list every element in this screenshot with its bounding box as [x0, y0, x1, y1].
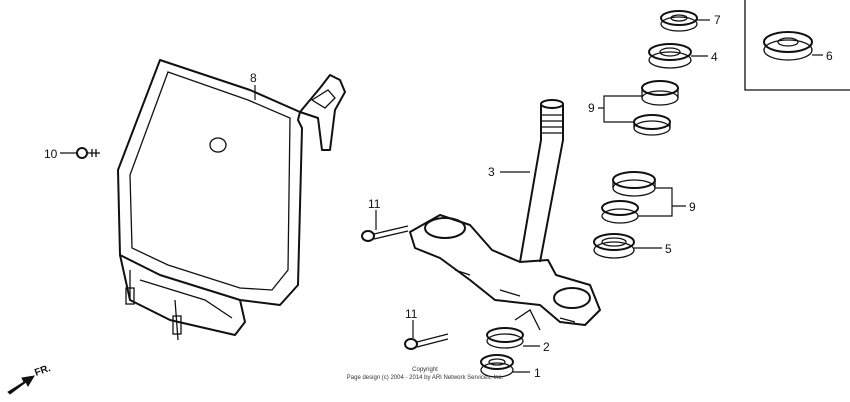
copyright-line-2: Page design (c) 2004 - 2014 by ARI Netwo…: [346, 375, 504, 381]
bolt-10[interactable]: [76, 147, 100, 159]
number-plate[interactable]: [117, 59, 346, 341]
steering-stem[interactable]: [519, 99, 564, 263]
bearing-9-upper[interactable]: [633, 80, 679, 136]
front-direction-arrow: FR.: [7, 363, 52, 395]
callout-8: 8: [250, 71, 257, 85]
callout-11-upper: 11: [368, 197, 381, 211]
bearing-9-lower[interactable]: [601, 171, 656, 224]
race-5[interactable]: [593, 233, 635, 259]
leader-lines: [60, 19, 823, 373]
nut-6[interactable]: [763, 31, 813, 61]
callout-11-lower: 11: [405, 307, 418, 321]
callout-10: 10: [44, 147, 58, 161]
cap-4[interactable]: [648, 43, 692, 69]
callout-3: 3: [488, 165, 495, 179]
nut-7[interactable]: [660, 10, 698, 32]
bolt-11-lower[interactable]: [404, 333, 449, 350]
callout-6: 6: [826, 49, 833, 63]
copyright-line-1: Copyright: [412, 367, 438, 373]
callout-2: 2: [543, 340, 550, 354]
callout-9-lower: 9: [689, 200, 696, 214]
bolt-11-upper[interactable]: [361, 225, 409, 242]
callout-7: 7: [714, 13, 721, 27]
bottom-bridge[interactable]: [409, 214, 601, 331]
direction-label: FR.: [33, 363, 52, 379]
callout-5: 5: [665, 242, 672, 256]
inset-box: [744, 0, 850, 91]
callout-4: 4: [711, 50, 718, 64]
callout-9-upper: 9: [588, 101, 595, 115]
seal-1[interactable]: [480, 354, 514, 378]
callout-1: 1: [534, 366, 541, 380]
seal-2[interactable]: [486, 327, 524, 349]
